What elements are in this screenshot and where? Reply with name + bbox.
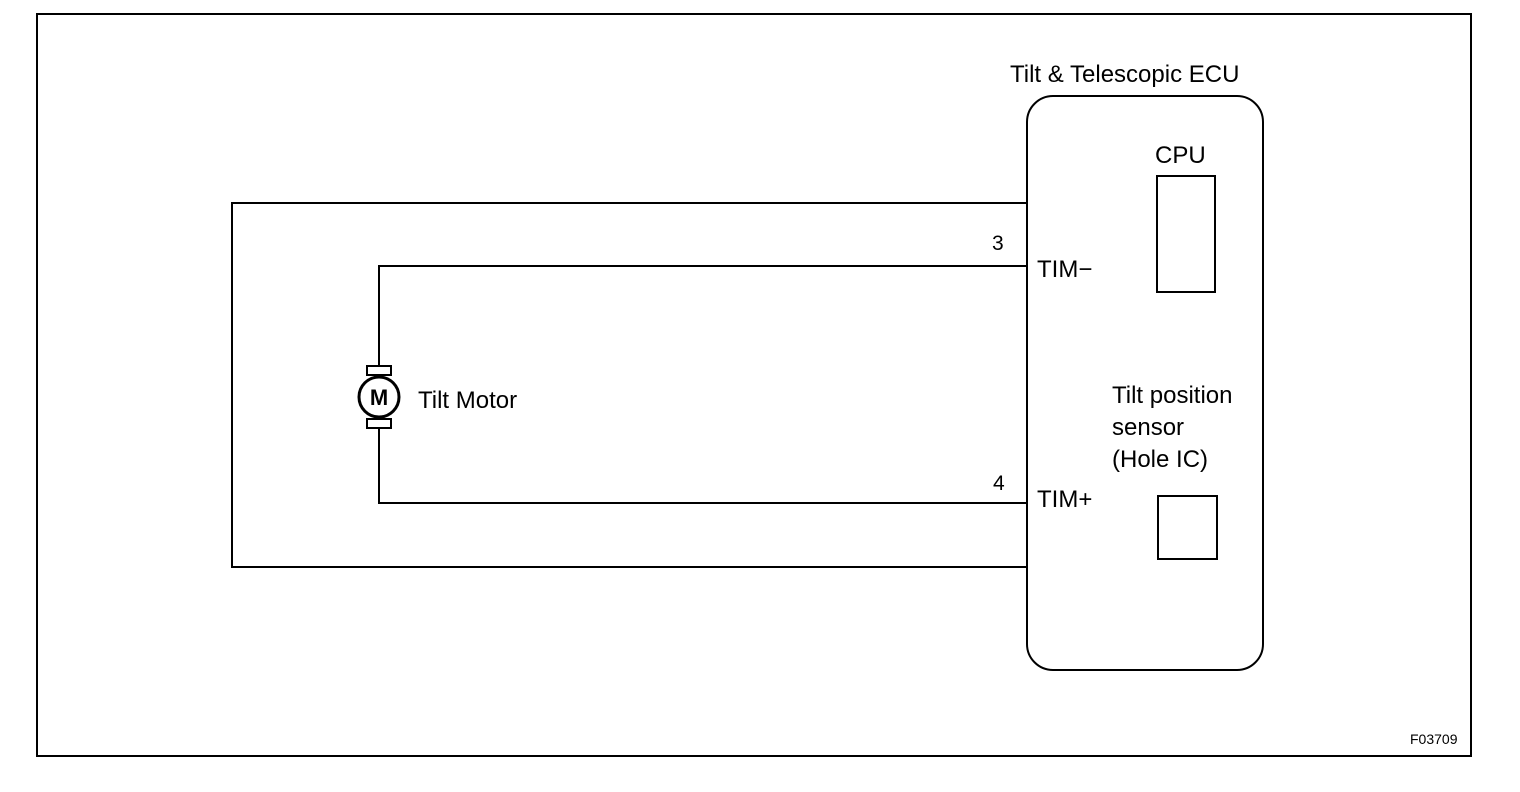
diagram-frame — [36, 13, 1472, 757]
motor-brush-bottom — [366, 418, 392, 429]
terminal-3-pin: 3 — [992, 232, 1004, 255]
sensor-label-line-2: sensor — [1112, 414, 1184, 441]
motor-icon: M — [357, 365, 401, 429]
ecu-title: Tilt & Telescopic ECU — [1010, 61, 1239, 88]
outer-loop-wire — [231, 202, 1027, 568]
terminal-3-name: TIM− — [1037, 256, 1092, 283]
cpu-box — [1156, 175, 1216, 293]
sensor-box — [1157, 495, 1218, 560]
motor-symbol: M — [370, 385, 388, 410]
figure-code: F03709 — [1410, 731, 1458, 747]
terminal-4-pin: 4 — [993, 472, 1005, 495]
cpu-label: CPU — [1155, 142, 1206, 169]
motor-label: Tilt Motor — [418, 387, 517, 414]
tim-plus-wire — [378, 428, 1027, 504]
sensor-label-line-1: Tilt position — [1112, 382, 1233, 409]
sensor-label-line-3: (Hole IC) — [1112, 446, 1208, 473]
tim-minus-wire — [378, 265, 1027, 366]
motor-brush-top — [366, 365, 392, 376]
ecu-box — [1026, 95, 1264, 671]
motor-circle — [357, 375, 401, 419]
terminal-4-name: TIM+ — [1037, 486, 1092, 513]
